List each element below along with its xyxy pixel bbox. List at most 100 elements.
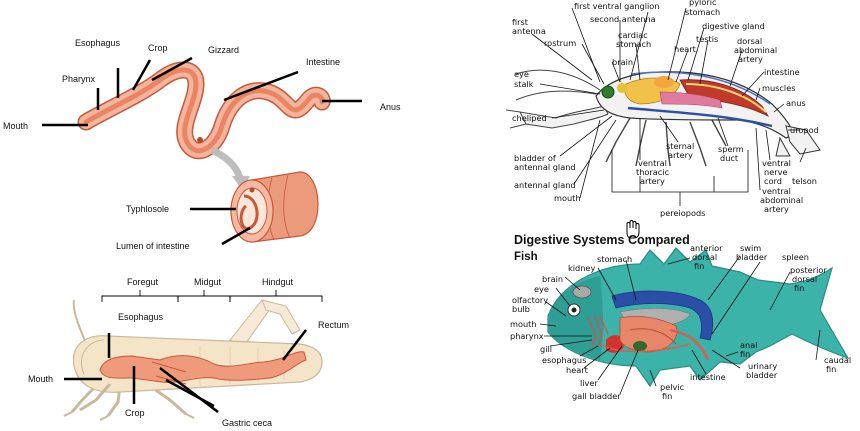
fish-section-title: Digestive Systems Compared <box>514 233 690 247</box>
rostrum-label: rostrum <box>544 38 576 48</box>
esophagus-label: Esophagus <box>118 312 164 322</box>
ventral-abdominal-artery-label-2: abdominal <box>760 195 803 205</box>
antennal-gland-label: antennal gland <box>514 180 576 190</box>
ventral-abdominal-artery-label-1: ventral <box>762 186 791 196</box>
rectum-label: Rectum <box>318 320 349 330</box>
midgut-label: Midgut <box>194 277 222 287</box>
pyloric-stomach-label-1: pyloric <box>689 0 716 7</box>
dorsal-abdominal-artery-label-2: abdominal <box>734 45 777 55</box>
dorsal-abdominal-artery-label-1: dorsal <box>737 36 762 46</box>
lumen-label: Lumen of intestine <box>116 241 190 251</box>
fish-section-subtitle: Fish <box>514 251 538 263</box>
ventral-thoracic-artery-label-3: artery <box>640 176 665 186</box>
anus-label: Anus <box>380 102 401 112</box>
typhlosole-label: Typhlosole <box>126 204 169 214</box>
crayfish-diagram: first ventral ganglion pyloric stomach f… <box>505 0 821 218</box>
bladder-antennal-gland-label-1: bladder of <box>514 153 557 163</box>
posterior-dorsal-fin-label-1: posterior <box>790 265 827 275</box>
posterior-dorsal-fin-label-2: dorsal <box>792 274 817 284</box>
pelvic-fin-label-1: pelvic <box>660 382 684 392</box>
intestine-label: intestine <box>690 372 726 382</box>
pereiopods-label: pereiopods <box>660 208 705 218</box>
mouth-label: mouth <box>554 193 581 203</box>
grasshopper-diagram: Foregut Midgut Hindgut Esophagus Rectum … <box>28 277 349 428</box>
anal-fin-label-2: fin <box>740 349 750 359</box>
first-antenna-label-2: antenna <box>512 26 546 36</box>
caudal-fin-label-1: caudal <box>824 355 851 365</box>
bladder-antennal-gland-label-2: antennal gland <box>514 162 576 172</box>
crop-label: Crop <box>148 43 168 53</box>
ventral-thoracic-artery-label-1: ventral <box>638 158 667 168</box>
pharynx-label: Pharynx <box>62 74 96 84</box>
mouth-label: Mouth <box>3 121 28 131</box>
ventral-thoracic-artery-label-2: thoracic <box>636 167 669 177</box>
eye-stalk-label-1: eye <box>514 69 529 79</box>
heart-label: heart <box>566 365 589 375</box>
telson-label: telson <box>792 176 817 186</box>
kidney-label: kidney <box>568 263 595 273</box>
hindgut-label: Hindgut <box>262 277 294 287</box>
fish-diagram: Digestive Systems Compared Fish <box>510 233 851 401</box>
sternal-artery-label-1: sternal <box>666 141 694 151</box>
anterior-dorsal-fin-label-3: fin <box>694 261 704 271</box>
olfactory-bulb-label-2: bulb <box>512 304 530 314</box>
first-antenna-label-1: first <box>512 17 529 27</box>
sperm-duct-label-2: duct <box>720 153 739 163</box>
swim-bladder-label-2: bladder <box>736 252 768 262</box>
gill-label: gill <box>540 344 552 354</box>
pharynx-label: pharynx <box>510 331 544 341</box>
ventral-nerve-cord-label-1: ventral <box>762 158 791 168</box>
liver-label: liver <box>580 378 598 388</box>
pelvic-fin-label-2: fin <box>662 391 672 401</box>
gall-bladder-label: gall bladder <box>572 391 621 401</box>
urinary-bladder-label-1: urinary <box>748 361 777 371</box>
eye-label: eye <box>534 284 549 294</box>
gizzard-label: Gizzard <box>208 45 239 55</box>
eye-stalk-label-2: stalk <box>514 79 534 89</box>
brain-label: brain <box>542 274 563 284</box>
second-antenna-label: second antenna <box>590 14 656 24</box>
brain-label: brain <box>612 57 633 67</box>
spleen-label: spleen <box>782 252 809 262</box>
caudal-fin-label-2: fin <box>826 364 836 374</box>
posterior-dorsal-fin-label-3: fin <box>794 283 804 293</box>
grasshopper-gut <box>99 351 307 383</box>
cheliped-label: cheliped <box>512 113 547 123</box>
urinary-bladder-label-2: bladder <box>746 370 778 380</box>
testis-label: testis <box>696 34 718 44</box>
esophagus-label: esophagus <box>542 355 586 365</box>
crop-label: Crop <box>125 408 145 418</box>
sperm-duct-label-1: sperm <box>718 144 744 154</box>
digestive-gland-label: digestive gland <box>702 21 765 31</box>
intestine-cross-section <box>230 171 319 243</box>
heart-label: heart <box>674 44 697 54</box>
pyloric-stomach-label-2: stomach <box>685 7 720 17</box>
mouth-label: mouth <box>510 319 537 329</box>
gastric-ceca-label: Gastric ceca <box>222 418 272 428</box>
stomach-label: stomach <box>597 254 632 264</box>
foregut-label: Foregut <box>127 277 159 287</box>
intestine-label: Intestine <box>306 57 340 67</box>
swim-bladder-label-1: swim <box>740 243 761 253</box>
first-ventral-ganglion-label: first ventral ganglion <box>574 1 660 11</box>
anterior-dorsal-fin-label-2: dorsal <box>692 252 717 262</box>
cardiac-stomach-label-2: stomach <box>616 39 651 49</box>
ventral-nerve-cord-label-3: cord <box>764 176 782 186</box>
ventral-nerve-cord-label-2: nerve <box>764 167 787 177</box>
esophagus-label: Esophagus <box>75 38 121 48</box>
earthworm-diagram: Esophagus Crop Gizzard Pharynx Intestine… <box>3 38 401 251</box>
anterior-dorsal-fin-label-1: anterior <box>690 243 723 253</box>
uropod-label: uropod <box>790 125 819 135</box>
mouth-label: Mouth <box>28 374 53 384</box>
cardiac-stomach-label-1: cardiac <box>618 30 648 40</box>
anus-label: anus <box>786 98 806 108</box>
anal-fin-label-1: anal <box>740 340 758 350</box>
sternal-artery-label-2: artery <box>668 150 693 160</box>
ventral-abdominal-artery-label-3: artery <box>764 204 789 214</box>
intestine-label: intestine <box>764 67 800 77</box>
dorsal-abdominal-artery-label-3: artery <box>738 54 763 64</box>
hand-pointer-icon <box>626 220 640 239</box>
olfactory-bulb-label-1: olfactory <box>512 295 548 305</box>
muscles-label: muscles <box>762 83 796 93</box>
